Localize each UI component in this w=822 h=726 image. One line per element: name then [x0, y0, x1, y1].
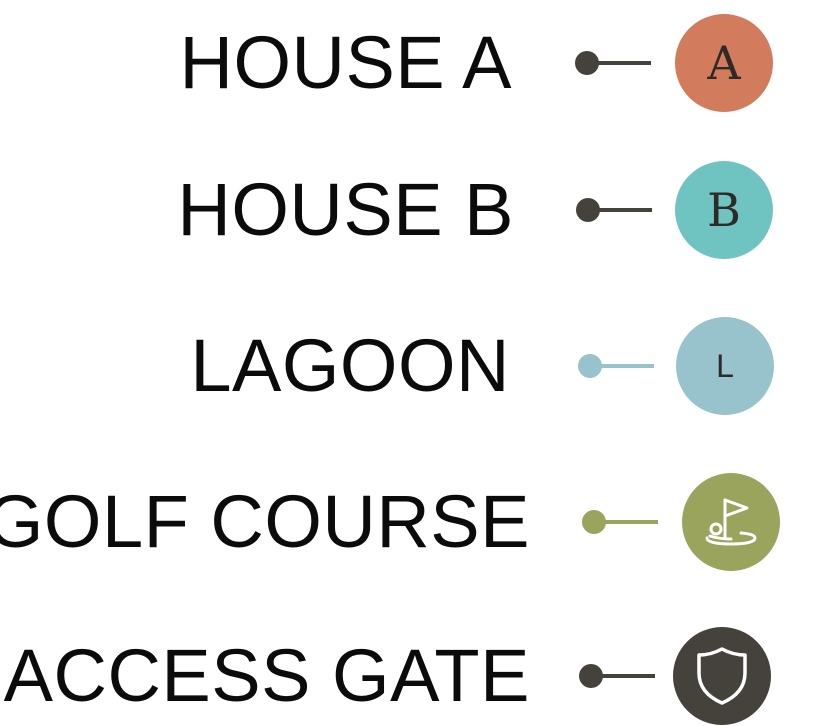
house-a-badge: A	[675, 14, 773, 112]
legend-item-golf-course: GOLF COURSE	[0, 472, 822, 572]
connector-line	[575, 51, 651, 75]
letter-b-icon: B	[707, 183, 741, 237]
letter-l-icon: L	[716, 348, 734, 384]
connector-line	[578, 354, 654, 378]
golf-course-badge	[682, 473, 780, 571]
letter-a-icon: A	[707, 36, 741, 90]
golf-flag-icon	[705, 498, 757, 546]
access-gate-badge	[673, 627, 771, 725]
connector-line	[579, 664, 655, 688]
legend-label: GOLF COURSE	[0, 480, 530, 563]
legend-item-access-gate: ACCESS GATE	[0, 626, 822, 726]
lagoon-badge: L	[676, 317, 774, 415]
legend-label: HOUSE B	[177, 168, 514, 251]
legend-item-house-b: HOUSE B B	[0, 160, 822, 260]
legend-item-house-a: HOUSE A A	[0, 13, 822, 113]
legend-label: LAGOON	[190, 324, 510, 407]
legend-label: HOUSE A	[179, 21, 512, 104]
house-b-badge: B	[675, 161, 773, 259]
shield-icon	[697, 647, 747, 705]
legend-label: ACCESS GATE	[3, 634, 530, 717]
legend-item-lagoon: LAGOON L	[0, 316, 822, 416]
connector-line	[582, 510, 658, 534]
connector-line	[576, 198, 652, 222]
